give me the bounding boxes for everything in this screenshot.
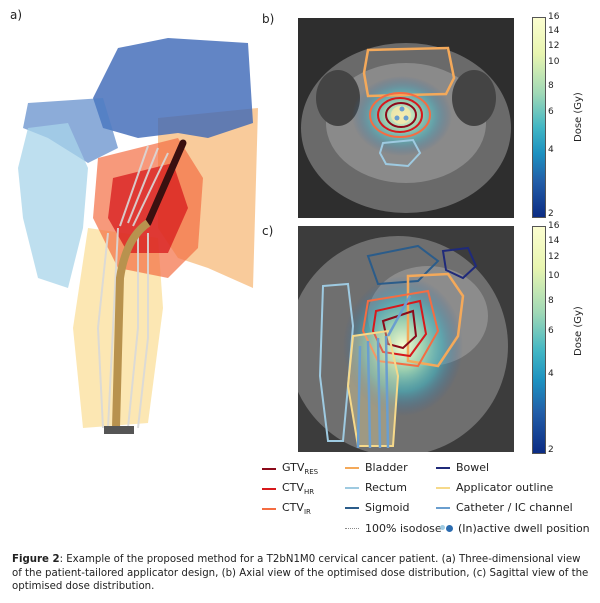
legend-label: Bowel	[456, 461, 490, 474]
legend-sub: RES	[304, 468, 319, 477]
legend-swatch	[262, 467, 276, 470]
sagittal-dose-view	[298, 226, 514, 452]
legend-label: Rectum	[365, 481, 407, 494]
legend-applicator: Applicator outline	[436, 481, 553, 494]
colorbar-tick: 16	[548, 12, 560, 22]
legend-label: CTV	[282, 501, 304, 514]
colorbar-tick: 14	[548, 26, 560, 36]
colorbar-sagittal	[532, 226, 546, 454]
colorbar-tick: 2	[548, 445, 554, 455]
legend-label: Bladder	[365, 461, 408, 474]
legend-ctv-hr: CTVHR	[262, 481, 314, 496]
caption-text: : Example of the proposed method for a T…	[12, 554, 589, 592]
colorbar-tick: 8	[548, 81, 554, 91]
legend-swatch	[436, 466, 450, 469]
figure-caption: Figure 2: Example of the proposed method…	[12, 553, 590, 594]
legend-swatch	[345, 486, 359, 489]
legend-label: (In)active dwell position	[458, 522, 590, 535]
legend-sub: HR	[303, 488, 315, 497]
legend-sigmoid: Sigmoid	[345, 501, 410, 514]
colorbar-tick: 4	[548, 145, 554, 155]
isodose-dotted-icon	[345, 528, 359, 529]
colorbar-title: Dose (Gy)	[573, 306, 584, 356]
colorbar-tick: 16	[548, 221, 560, 231]
panel-label-b: b)	[262, 12, 275, 26]
legend-gtv: GTVRES	[262, 461, 318, 476]
legend-bladder: Bladder	[345, 461, 408, 474]
colorbar-title: Dose (Gy)	[573, 92, 584, 142]
legend-label: Applicator outline	[456, 481, 554, 494]
legend-isodose: 100% isodose	[345, 522, 442, 535]
colorbar-tick: 2	[548, 209, 554, 219]
panel-label-a: a)	[10, 8, 23, 22]
colorbar-tick: 6	[548, 107, 554, 117]
legend-ctv-ir: CTVIR	[262, 501, 311, 516]
legend-label: GTV	[282, 461, 305, 474]
colorbar-tick: 10	[548, 271, 560, 281]
colorbar-tick: 10	[548, 57, 560, 67]
axial-dose-view	[298, 18, 514, 218]
legend-catheter: Catheter / IC channel	[436, 501, 573, 514]
colorbar-tick: 12	[548, 252, 560, 262]
colorbar-tick: 8	[548, 296, 554, 306]
legend-label: Sigmoid	[365, 501, 410, 514]
legend-swatch	[262, 507, 276, 510]
legend-rectum: Rectum	[345, 481, 407, 494]
colorbar-tick: 12	[548, 41, 560, 51]
legend-label: CTV	[282, 481, 304, 494]
legend-swatch	[262, 487, 276, 490]
colorbar-tick: 4	[548, 369, 554, 379]
legend-label: 100% isodose	[365, 522, 442, 535]
legend-swatch	[345, 506, 359, 509]
legend-sub: IR	[303, 508, 311, 517]
legend-swatch	[436, 486, 450, 489]
colorbar-tick: 6	[548, 326, 554, 336]
legend-swatch	[345, 466, 359, 469]
legend-dwell: (In)active dwell position	[440, 522, 590, 535]
dwell-position-icon	[440, 525, 453, 532]
legend-label: Catheter / IC channel	[456, 501, 573, 514]
colorbar-tick: 14	[548, 236, 560, 246]
colorbar-axial	[532, 17, 546, 218]
applicator-3d-render	[8, 28, 258, 448]
legend-swatch	[436, 506, 450, 509]
legend-bowel: Bowel	[436, 461, 489, 474]
caption-prefix: Figure 2	[12, 554, 60, 565]
panel-label-c: c)	[262, 224, 274, 238]
